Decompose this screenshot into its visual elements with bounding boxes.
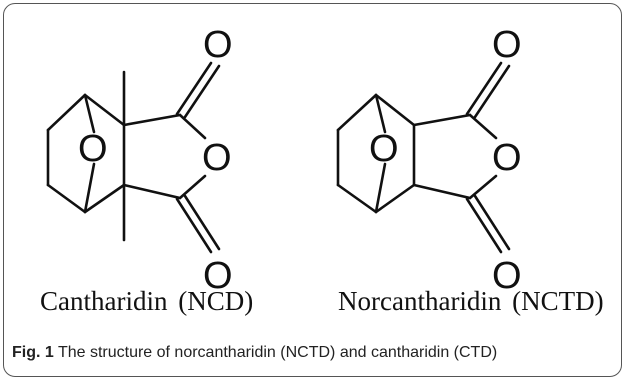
molecule-cantharidin: O O O O xyxy=(46,24,233,297)
bond xyxy=(122,183,182,200)
carbonyl-oxygen-top-label: O xyxy=(492,24,522,66)
bond xyxy=(468,113,498,140)
figure-label: Fig. 1 xyxy=(12,344,54,361)
bond xyxy=(465,197,503,254)
carbonyl-oxygen-bottom-label: O xyxy=(492,255,522,297)
bond xyxy=(83,93,96,134)
bond xyxy=(175,197,213,254)
molecule-norcantharidin: O O O O xyxy=(336,24,522,297)
bond xyxy=(178,113,207,140)
bond xyxy=(83,183,126,214)
bond xyxy=(374,93,387,134)
bond xyxy=(412,183,472,200)
bond xyxy=(374,162,387,214)
bond xyxy=(473,194,511,251)
bond xyxy=(374,183,416,214)
molecule-name-norcantharidin: Norcantharidin (NCTD) xyxy=(338,286,604,316)
bond xyxy=(336,183,378,214)
figure-frame xyxy=(3,3,622,377)
bond xyxy=(83,162,96,214)
figure-caption: Fig. 1 The structure of norcantharidin (… xyxy=(12,341,617,365)
bond xyxy=(46,183,87,214)
bond xyxy=(183,194,221,251)
bond xyxy=(412,113,472,127)
bond xyxy=(122,113,182,127)
bond xyxy=(374,93,416,127)
molecule-name-cantharidin: Cantharidin (NCD) xyxy=(40,286,254,316)
bond xyxy=(175,61,213,116)
bond xyxy=(336,93,378,132)
figure-caption-text: The structure of norcantharidin (NCTD) a… xyxy=(53,344,498,361)
anhydride-oxygen-label: O xyxy=(492,137,522,179)
bond xyxy=(46,93,87,132)
anhydride-oxygen-label: O xyxy=(202,137,232,179)
bond xyxy=(465,61,503,116)
carbonyl-oxygen-bottom-label: O xyxy=(203,255,233,297)
bond xyxy=(183,64,221,119)
bond xyxy=(468,174,498,200)
bond xyxy=(83,93,126,127)
bond xyxy=(473,64,511,119)
carbonyl-oxygen-top-label: O xyxy=(203,24,233,66)
ring-oxygen-label: O xyxy=(369,128,399,170)
ring-oxygen-label: O xyxy=(78,128,108,170)
bond xyxy=(178,174,207,200)
